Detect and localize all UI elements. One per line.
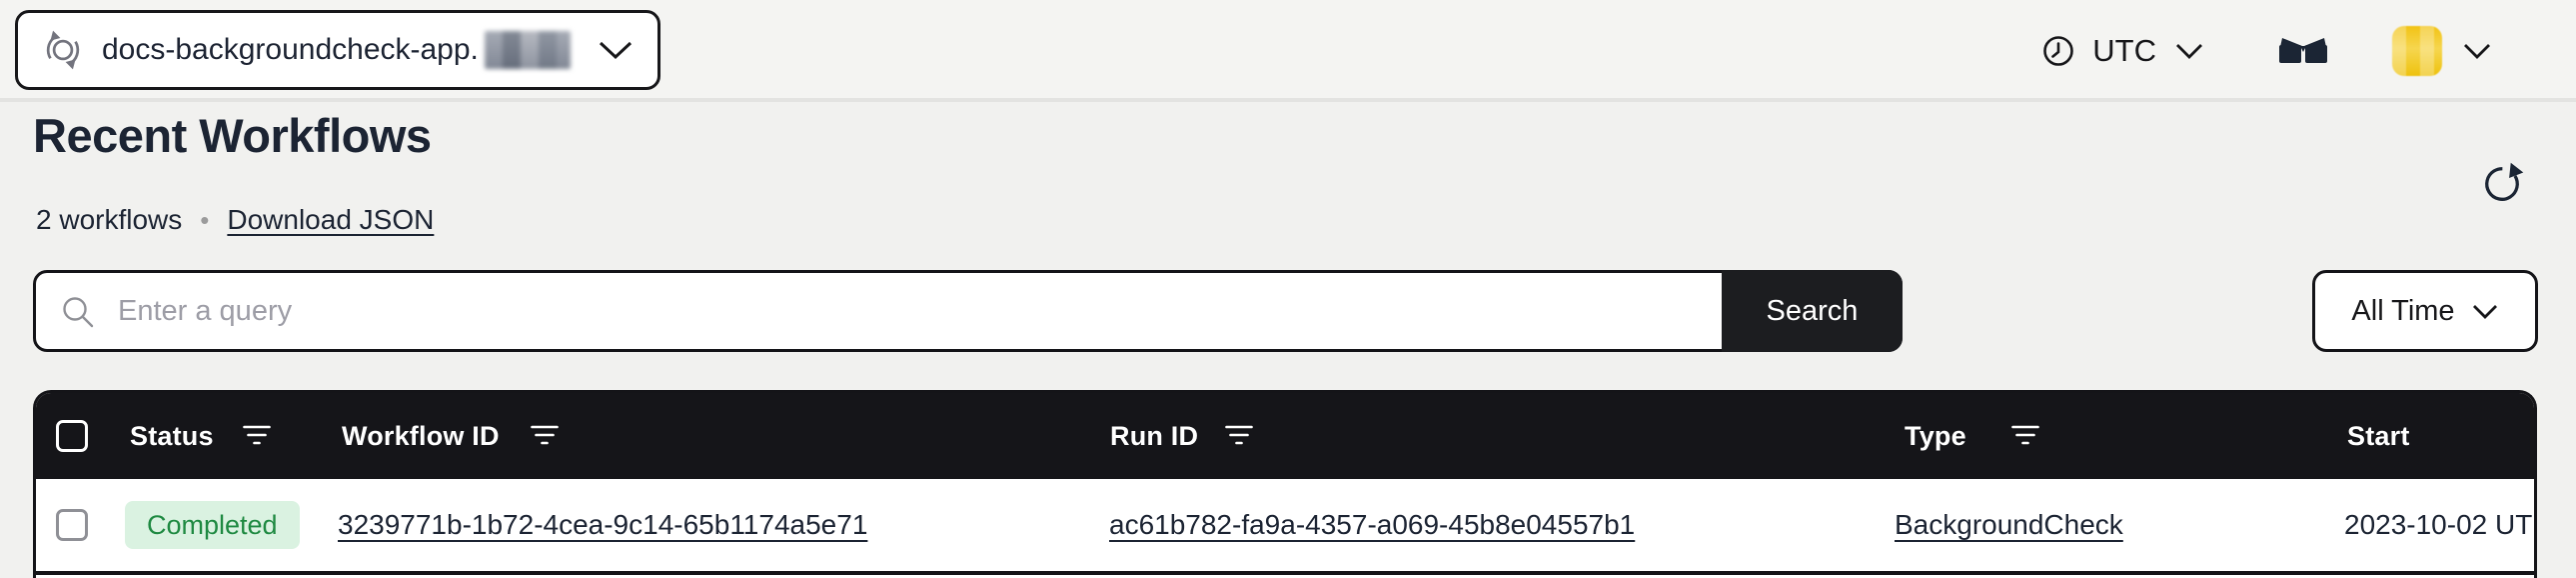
time-filter-dropdown[interactable]: All Time	[2312, 270, 2538, 352]
labs-toggle-button[interactable]	[2278, 35, 2328, 67]
select-all-checkbox[interactable]	[56, 420, 88, 452]
top-bar-right-cluster: UTC	[2042, 0, 2576, 102]
workflow-count: 2 workflows	[36, 204, 183, 235]
namespace-selector[interactable]: docs-backgroundcheck-app.	[15, 10, 660, 90]
chevron-down-icon	[2174, 42, 2204, 60]
search-button[interactable]: Search	[1722, 270, 1903, 352]
timezone-label: UTC	[2092, 33, 2156, 68]
filter-icon[interactable]	[531, 423, 559, 449]
workflow-count-row: 2 workflows • Download JSON	[36, 204, 434, 236]
clock-icon	[2042, 35, 2074, 67]
filter-icon[interactable]	[1225, 423, 1253, 449]
time-filter-label: All Time	[2351, 294, 2455, 327]
chevron-down-icon	[598, 39, 634, 61]
page-title: Recent Workflows	[33, 109, 432, 162]
workflow-id-link[interactable]: 3239771b-1b72-4cea-9c14-65b1174a5e71	[338, 509, 868, 540]
glasses-icon	[2278, 35, 2328, 67]
column-header-status: Status	[130, 420, 214, 451]
table-row: Completed 3239771b-1b72-4cea-9c14-65b117…	[36, 479, 2534, 571]
run-id-link[interactable]: ac61b782-fa9a-4357-a069-45b8e04557b1	[1109, 509, 1636, 540]
chevron-down-icon	[2462, 42, 2492, 60]
namespace-label: docs-backgroundcheck-app.	[102, 33, 479, 66]
filter-icon[interactable]	[2011, 423, 2039, 449]
column-header-workflow-id: Workflow ID	[342, 420, 500, 451]
query-search-bar: Search	[33, 270, 1903, 352]
filter-icon[interactable]	[243, 423, 271, 449]
download-json-link[interactable]: Download JSON	[227, 204, 435, 235]
redacted-namespace-suffix	[484, 31, 571, 69]
row-checkbox[interactable]	[56, 509, 88, 541]
column-header-type: Type	[1905, 420, 1966, 451]
workflow-type-link[interactable]: BackgroundCheck	[1895, 509, 2123, 540]
avatar	[2392, 26, 2442, 76]
chevron-down-icon	[2471, 303, 2499, 320]
account-menu-button[interactable]	[2392, 26, 2492, 76]
search-input[interactable]	[33, 270, 1903, 352]
next-row-partial	[36, 571, 2534, 578]
refresh-icon	[2478, 160, 2526, 208]
refresh-button[interactable]	[2478, 160, 2526, 208]
status-badge: Completed	[125, 501, 300, 549]
column-header-start: Start	[2347, 420, 2410, 451]
column-header-run-id: Run ID	[1110, 420, 1199, 451]
top-bar: docs-backgroundcheck-app. UTC	[0, 0, 2576, 102]
workflows-table: Status Workflow ID Run ID Type	[33, 390, 2537, 578]
dot-separator: •	[200, 204, 210, 235]
start-time-cell: 2023-10-02 UT	[2344, 509, 2533, 540]
namespace-sync-icon	[40, 27, 86, 73]
table-header: Status Workflow ID Run ID Type	[36, 393, 2534, 479]
timezone-selector[interactable]: UTC	[2042, 33, 2204, 69]
